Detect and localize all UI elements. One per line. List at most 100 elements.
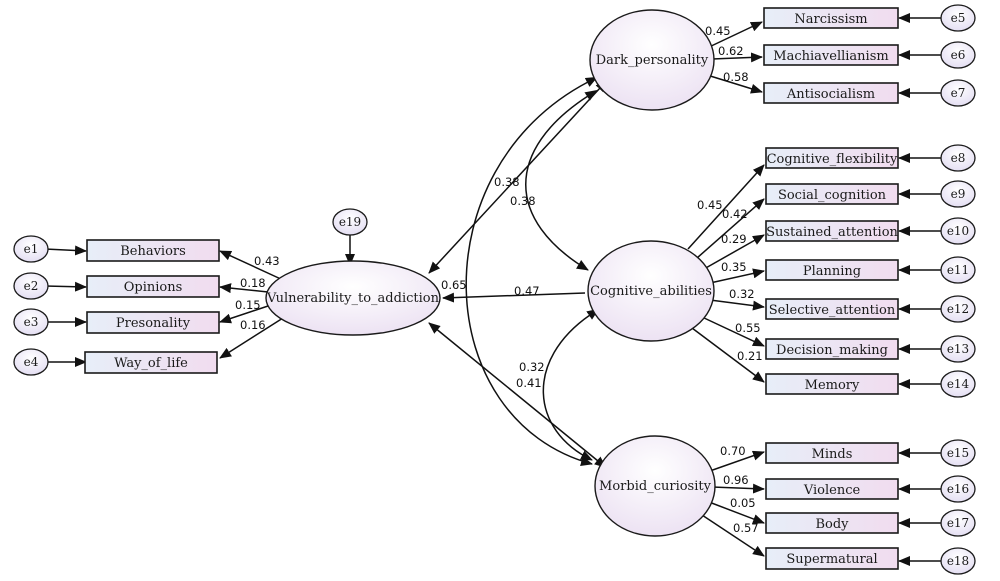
indicator-label: Behaviors xyxy=(120,244,186,259)
indicator-label: Selective_attention xyxy=(769,303,896,318)
indicator-label: Way_of_life xyxy=(114,356,188,371)
cov-cognitive-morbid-value: 0.32 xyxy=(519,360,545,374)
edge-dark-narcissism xyxy=(706,21,763,49)
path-dark-vuln-value: 0.38 xyxy=(510,194,536,208)
dark-loadings: 0.45 0.62 0.58 xyxy=(705,24,749,84)
latent-cognitive-label: Cognitive_abilities xyxy=(590,284,712,299)
error-label: e6 xyxy=(951,48,966,62)
latent-dark-personality: Dark_personality xyxy=(589,9,715,111)
edges xyxy=(44,13,942,566)
indicator-label: Body xyxy=(815,517,849,532)
indicator-label: Cognitive_flexibility xyxy=(767,152,898,167)
error-label: e18 xyxy=(947,554,969,568)
edge-cog-decision xyxy=(701,316,765,347)
cov-dark-cognitive xyxy=(525,89,598,271)
indicator-box xyxy=(765,259,899,281)
indicator-label: Machiavellianism xyxy=(773,49,888,64)
indicator-box xyxy=(765,512,899,534)
cognitive-errors: e8 e9 e10 e11 e12 e13 e14 xyxy=(940,144,976,398)
loading-value: 0.21 xyxy=(737,349,763,363)
cov-dark-cognitive-value: 0.38 xyxy=(494,175,520,189)
indicator-label: Antisocialism xyxy=(786,87,875,102)
loading-value: 0.18 xyxy=(240,276,266,290)
dark-indicators: Narcissism Machiavellianism Antisocialis… xyxy=(763,7,899,104)
edge-vuln-opinions xyxy=(219,283,269,294)
loading-value: 0.43 xyxy=(254,254,280,268)
loading-value: 0.15 xyxy=(235,298,261,312)
edge-vuln-presonality xyxy=(219,305,269,324)
loading-value: 0.32 xyxy=(729,287,755,301)
edge-morbid-violence xyxy=(711,483,765,494)
error-label: e12 xyxy=(947,302,969,316)
cov-dark-morbid xyxy=(465,76,598,466)
loading-value: 0.57 xyxy=(733,521,759,535)
loading-value: 0.70 xyxy=(720,444,746,458)
cov-cognitive-morbid xyxy=(542,308,600,461)
edge-morbid-body xyxy=(708,501,765,524)
edge-dark-machiavellianism xyxy=(711,52,763,63)
indicator-box xyxy=(763,44,899,66)
error-label: e16 xyxy=(947,482,969,496)
loading-value: 0.45 xyxy=(705,24,731,38)
indicator-box xyxy=(765,147,899,169)
error-label: e10 xyxy=(947,224,969,238)
indicator-label: Opinions xyxy=(124,280,183,295)
error-label: e15 xyxy=(947,446,969,460)
loading-value: 0.58 xyxy=(723,70,749,84)
vulnerability-errors: e1 e2 e3 e4 e19 xyxy=(13,208,368,376)
loading-value: 0.29 xyxy=(721,232,747,246)
morbid-loadings: 0.70 0.96 0.05 0.57 xyxy=(720,444,759,535)
indicator-label: Social_cognition xyxy=(778,188,887,203)
indicator-box xyxy=(86,239,220,262)
edge-morbid-supermatural xyxy=(701,514,765,557)
loading-value: 0.62 xyxy=(718,44,744,58)
error-label: e3 xyxy=(24,315,39,329)
error-label: e1 xyxy=(24,242,39,256)
indicator-box xyxy=(765,183,899,205)
error-label: e17 xyxy=(947,516,969,530)
edge-e2 xyxy=(44,281,87,292)
indicator-box xyxy=(765,547,899,570)
latent-morbid-curiosity: Morbid_curiosity xyxy=(594,435,716,537)
indicator-box xyxy=(86,275,220,298)
error-label: e5 xyxy=(951,11,966,25)
path-morbid-vuln-value: 0.41 xyxy=(516,376,542,390)
cov-dark-morbid-value: 0.65 xyxy=(441,278,467,292)
indicator-box xyxy=(765,298,899,320)
edge-cog-sustained xyxy=(703,234,765,270)
edge-cog-memory xyxy=(691,327,765,383)
edge-dark-vuln xyxy=(428,79,608,274)
indicator-box xyxy=(84,351,218,374)
latent-cognitive-abilities: Cognitive_abilities xyxy=(587,240,715,342)
edge-cog-social xyxy=(696,198,765,259)
loading-value: 0.16 xyxy=(240,318,266,332)
error-label: e8 xyxy=(951,151,966,165)
edge-cog-flexibility xyxy=(687,164,765,250)
indicator-label: Memory xyxy=(805,378,860,393)
loading-value: 0.45 xyxy=(697,198,723,212)
edge-cog-selective xyxy=(709,299,765,311)
error-label: e14 xyxy=(947,377,970,391)
loading-value: 0.35 xyxy=(721,260,747,274)
indicator-label: Decision_making xyxy=(776,343,888,358)
edge-morbid-vuln xyxy=(428,322,607,468)
edge-cog-planning xyxy=(709,268,765,284)
latent-vulnerability: Vulnerability_to_addiction xyxy=(265,260,441,336)
error-label: e13 xyxy=(947,342,969,356)
indicator-box xyxy=(763,7,899,29)
indicator-box xyxy=(86,311,220,334)
error-label: e11 xyxy=(947,263,969,277)
cognitive-loadings: 0.45 0.42 0.29 0.35 0.32 0.55 0.21 xyxy=(697,198,763,363)
error-label: e2 xyxy=(24,279,39,293)
error-label: e9 xyxy=(951,187,966,201)
vulnerability-indicators: Behaviors Opinions Presonality Way_of_li… xyxy=(84,239,220,374)
edge-e1 xyxy=(44,245,87,256)
edge-vuln-behaviors xyxy=(219,250,284,281)
dark-errors: e5 e6 e7 xyxy=(940,4,976,107)
vulnerability-loadings: 0.43 0.18 0.15 0.16 xyxy=(235,254,280,332)
loading-value: 0.96 xyxy=(723,473,749,487)
latent-dark-label: Dark_personality xyxy=(596,53,709,68)
latent-vulnerability-label: Vulnerability_to_addiction xyxy=(266,291,440,306)
indicator-label: Presonality xyxy=(116,316,191,331)
